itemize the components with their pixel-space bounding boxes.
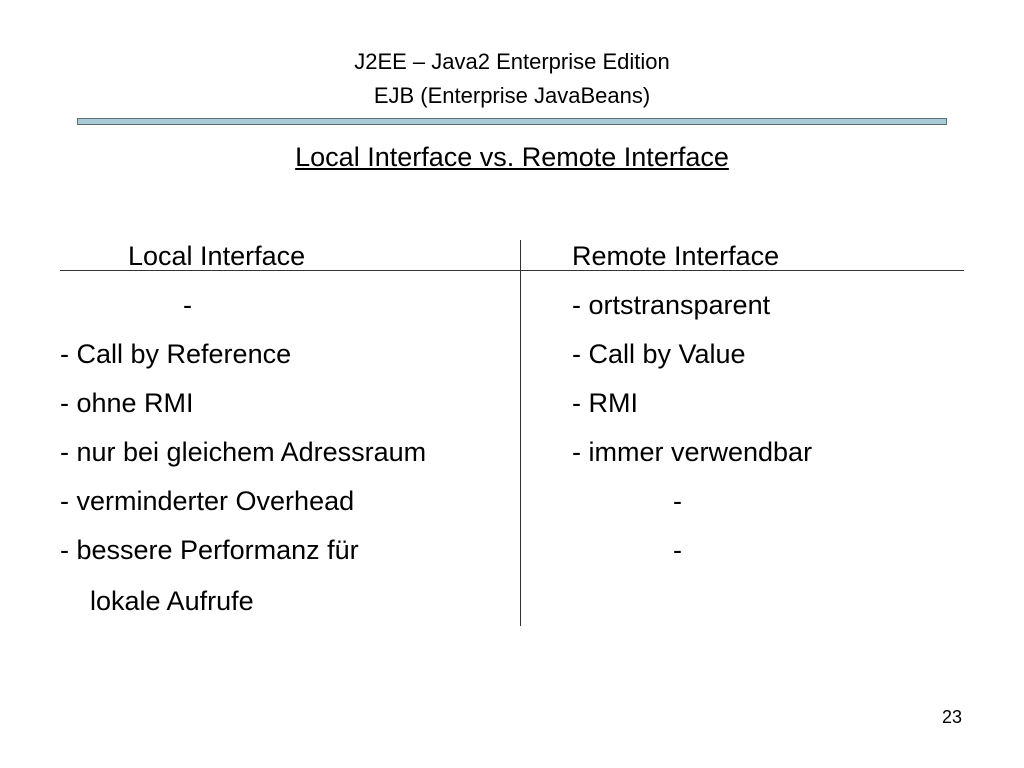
remote-row-5: - [673, 486, 682, 516]
table-header-remote: Remote Interface [572, 241, 780, 271]
remote-row-3: - RMI [572, 388, 638, 418]
slide-title-line-2: EJB (Enterprise JavaBeans) [373, 83, 651, 108]
slide-subtitle: Local Interface vs. Remote Interface [295, 142, 729, 172]
remote-row-6: - [673, 535, 682, 565]
title-divider-bar [77, 118, 947, 125]
table-column-divider [520, 240, 521, 626]
local-row-3: - ohne RMI [60, 388, 194, 418]
local-row-2: - Call by Reference [60, 339, 292, 369]
table-header-rule [60, 270, 964, 271]
local-row-5: - verminderter Overhead [60, 486, 355, 516]
slide-title-line-1: J2EE – Java2 Enterprise Edition [354, 49, 670, 74]
remote-row-4: - immer verwendbar [572, 437, 813, 467]
local-row-7: lokale Aufrufe [90, 586, 254, 616]
remote-row-1: - ortstransparent [572, 290, 771, 320]
local-row-1: - [183, 290, 192, 320]
remote-row-2: - Call by Value [572, 339, 746, 369]
local-row-4: - nur bei gleichem Adressraum [60, 437, 427, 467]
local-row-6: - bessere Performanz für [60, 535, 359, 565]
table-header-local: Local Interface [128, 241, 306, 271]
page-number: 23 [941, 707, 962, 727]
